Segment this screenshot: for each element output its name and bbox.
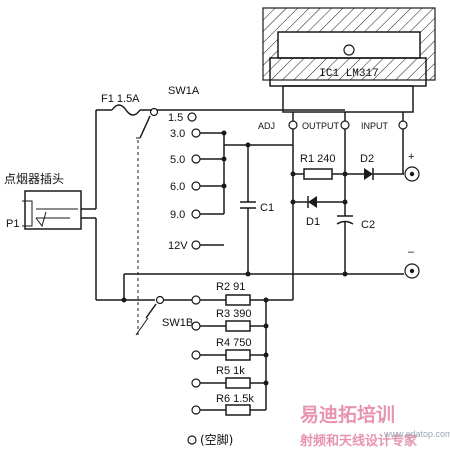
- watermark-site: www.edatop.com: [383, 429, 450, 439]
- pin-input-label: INPUT: [361, 121, 389, 131]
- tap-6v0: 6.0: [170, 181, 185, 193]
- plug-ref: P1: [6, 218, 19, 230]
- ic-pins: ADJ OUTPUT INPUT: [258, 112, 408, 145]
- ic-heatsink: [262, 7, 436, 81]
- output-network: R1 240 D2 D1 C2 + –: [293, 145, 420, 279]
- r4-label: R4 750: [216, 337, 251, 349]
- cigarette-plug: 点烟器插头 P1: [4, 172, 96, 230]
- c1-label: C1: [260, 202, 274, 214]
- resistor-ladder: R2 91 R3 390 R4 750 R5 1k R6 1.5k (空脚): [200, 281, 293, 447]
- switch-sw1a: SW1A 1.5 3.0 5.0 6.0 9.0 12V: [136, 85, 345, 252]
- switch-sw1b: SW1B: [135, 140, 201, 445]
- fuse-f1: F1 1.5A: [95, 93, 150, 209]
- r6-label: R6 1.5k: [216, 393, 254, 405]
- r2-label: R2 91: [216, 281, 245, 293]
- adj-network: C1: [224, 142, 296, 300]
- terminal-plus-label: +: [408, 151, 414, 163]
- ic-label: IC1 LM317: [319, 68, 378, 80]
- tap-5v0: 5.0: [170, 154, 185, 166]
- plug-label: 点烟器插头: [4, 172, 64, 186]
- pin-output-label: OUTPUT: [302, 121, 340, 131]
- d1-label: D1: [306, 216, 320, 228]
- fuse-label: F1 1.5A: [101, 93, 140, 105]
- r3-label: R3 390: [216, 308, 251, 320]
- r5-label: R5 1k: [216, 365, 245, 377]
- terminal-minus-label: –: [408, 246, 415, 258]
- tap-1v5: 1.5: [168, 112, 183, 124]
- spare-pin-label: (空脚): [200, 432, 233, 447]
- ground-rail: [95, 218, 404, 303]
- sw1a-label: SW1A: [168, 85, 200, 97]
- sw1b-label: SW1B: [162, 317, 193, 329]
- tap-12v: 12V: [168, 240, 188, 252]
- watermark-sub: 射频和天线设计专家: [299, 433, 418, 449]
- tap-9v0: 9.0: [170, 209, 185, 221]
- r1-label: R1 240: [300, 153, 335, 165]
- tap-3v0: 3.0: [170, 128, 185, 140]
- pin-adj-label: ADJ: [258, 121, 275, 131]
- d2-label: D2: [360, 153, 374, 165]
- voltage-taps: 1.5 3.0 5.0 6.0 9.0 12V: [168, 112, 227, 252]
- watermark-logo: 易迪拓培训 射频和天线设计专家 www.edatop.com: [299, 403, 450, 449]
- ic-body: IC1 LM317: [269, 31, 427, 113]
- c2-label: C2: [361, 219, 375, 231]
- watermark-main: 易迪拓培训: [300, 403, 395, 426]
